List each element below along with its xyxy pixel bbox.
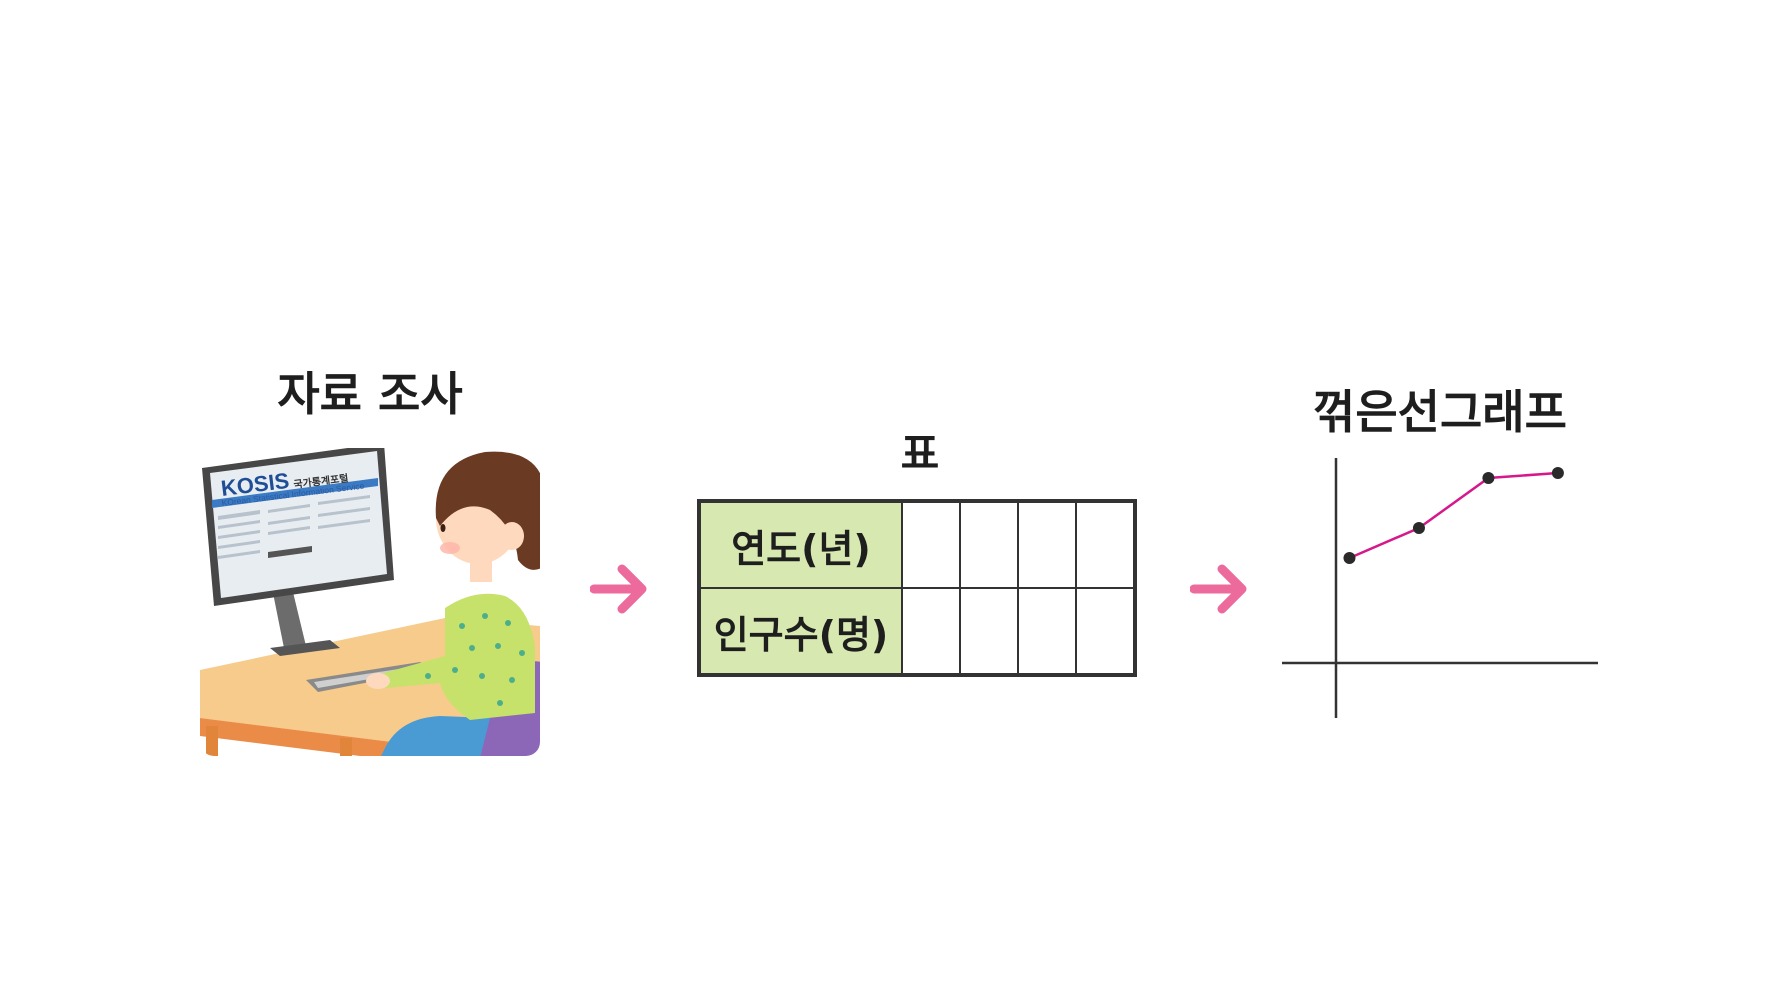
population-header-cell: 인구수(명) (698, 587, 903, 676)
series-line (1348, 471, 1558, 560)
right-arrow-icon (1190, 564, 1247, 614)
empty-cell (959, 500, 1019, 589)
data-table: 연도(년) 인구수(명) (697, 499, 1137, 677)
data-point (1551, 467, 1564, 479)
data-point (1482, 472, 1495, 484)
year-header-cell: 연도(년) (698, 500, 903, 589)
right-arrow-icon (590, 564, 647, 614)
empty-cell (1075, 587, 1136, 676)
data-point (1412, 522, 1425, 534)
monitor-stand (272, 588, 306, 648)
monitor: KOSIS 국가통계포털 KOrean Statistical Informat… (202, 448, 394, 606)
empty-cell (1075, 500, 1136, 589)
table-row: 연도(년) (698, 500, 1136, 589)
table-row: 인구수(명) (698, 587, 1136, 676)
empty-cell (901, 500, 961, 589)
graph-title: 꺾은선그래프 (1313, 385, 1567, 439)
empty-cell (901, 587, 961, 676)
research-title: 자료 조사 (277, 367, 463, 421)
empty-cell (1017, 587, 1077, 676)
line-graph (1282, 458, 1598, 718)
table-title: 표 (900, 429, 940, 478)
empty-cell (959, 587, 1019, 676)
empty-cell (1017, 500, 1077, 589)
data-point (1343, 552, 1356, 564)
research-illustration: KOSIS 국가통계포털 KOrean Statistical Informat… (200, 448, 540, 756)
child-body (380, 593, 535, 720)
child-head (435, 451, 540, 582)
